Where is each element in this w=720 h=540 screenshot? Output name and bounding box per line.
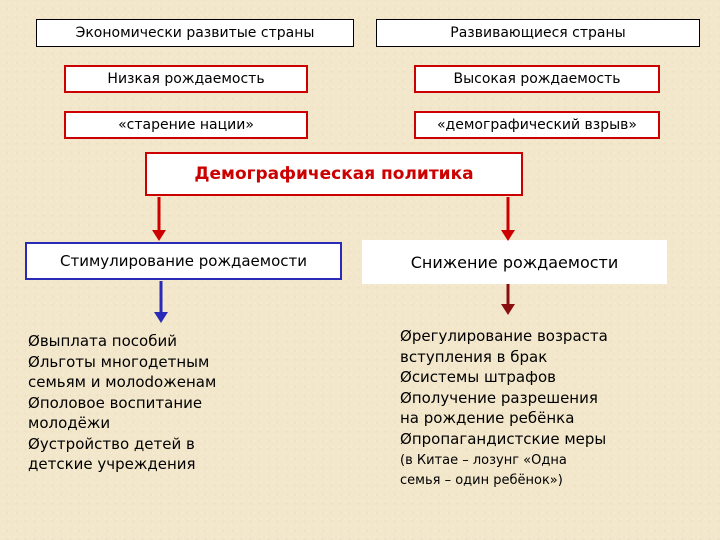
list-item: Øполучение разрешения bbox=[400, 388, 598, 407]
list-item: на рождение ребёнка bbox=[400, 409, 575, 427]
high-birth-rate-box: Высокая рождаемость bbox=[414, 65, 660, 93]
list-item: молодёжи bbox=[28, 414, 111, 432]
list-item: Øпропагандистские меры bbox=[400, 429, 607, 448]
developing-countries-header: Развивающиеся страны bbox=[376, 19, 700, 47]
arrowhead-bullet-icon: Ø bbox=[400, 327, 412, 345]
list-item: Øльготы многодетным bbox=[28, 352, 210, 371]
arrow-down-left-head bbox=[154, 312, 168, 323]
arrowhead-bullet-icon: Ø bbox=[400, 368, 412, 386]
demographic-explosion-box: «демографический взрыв» bbox=[414, 111, 660, 139]
list-item: семьям и молоdоженам bbox=[28, 373, 217, 391]
arrowhead-bullet-icon: Ø bbox=[28, 393, 40, 412]
list-item: вступления в брак bbox=[400, 347, 548, 366]
demographic-policy-box: Демографическая политика bbox=[145, 152, 523, 196]
china-slogan-note: (в Китае – лозунг «Одна семья – один реб… bbox=[400, 451, 700, 491]
high-birth-rate-label: Высокая рождаемость bbox=[453, 71, 621, 87]
low-birth-rate-box: Низкая рождаемость bbox=[64, 65, 308, 93]
arrowhead-bullet-icon: Ø bbox=[28, 352, 40, 371]
demographic-explosion-label: «демографический взрыв» bbox=[436, 117, 637, 133]
list-item: Øсистемы штрафов bbox=[400, 368, 556, 386]
stimulation-measures-list: Øвыплата пособий Øльготы многодетным сем… bbox=[28, 331, 328, 475]
developed-countries-header: Экономически развитые страны bbox=[36, 19, 354, 47]
reduction-measures-list: Øрегулирование возраста вступления в бра… bbox=[400, 326, 700, 491]
red-connector-arrows bbox=[152, 197, 515, 241]
aging-nation-label: «старение нации» bbox=[118, 117, 254, 133]
note-line: (в Китае – лозунг «Одна bbox=[400, 453, 567, 468]
list-item: детские учреждения bbox=[28, 455, 196, 473]
arrowhead-bullet-icon: Ø bbox=[400, 388, 412, 407]
list-item: Øустройство детей в bbox=[28, 434, 195, 453]
list-item: Øвыплата пособий bbox=[28, 332, 177, 350]
stimulation-box: Стимулирование рождаемости bbox=[25, 242, 342, 280]
reduction-title: Снижение рождаемости bbox=[410, 252, 619, 272]
demographic-policy-title: Демографическая политика bbox=[194, 164, 474, 184]
developed-countries-label: Экономически развитые страны bbox=[75, 25, 315, 41]
arrowhead-bullet-icon: Ø bbox=[400, 429, 412, 448]
developing-countries-label: Развивающиеся страны bbox=[450, 25, 626, 41]
reduction-box: Снижение рождаемости bbox=[362, 240, 667, 284]
aging-nation-box: «старение нации» bbox=[64, 111, 308, 139]
blue-connector-arrow bbox=[154, 281, 168, 323]
dark-red-connector-arrow bbox=[501, 284, 515, 315]
low-birth-rate-label: Низкая рождаемость bbox=[107, 71, 265, 87]
note-line: семья – один ребёнок») bbox=[400, 473, 563, 488]
arrow-left-head bbox=[152, 230, 166, 241]
arrowhead-bullet-icon: Ø bbox=[28, 332, 40, 350]
arrowhead-bullet-icon: Ø bbox=[28, 434, 40, 453]
list-item: Øполовое воспитание bbox=[28, 393, 203, 412]
arrow-down-right-head bbox=[501, 304, 515, 315]
list-item: Øрегулирование возраста bbox=[400, 327, 608, 345]
stimulation-title: Стимулирование рождаемости bbox=[59, 252, 307, 270]
